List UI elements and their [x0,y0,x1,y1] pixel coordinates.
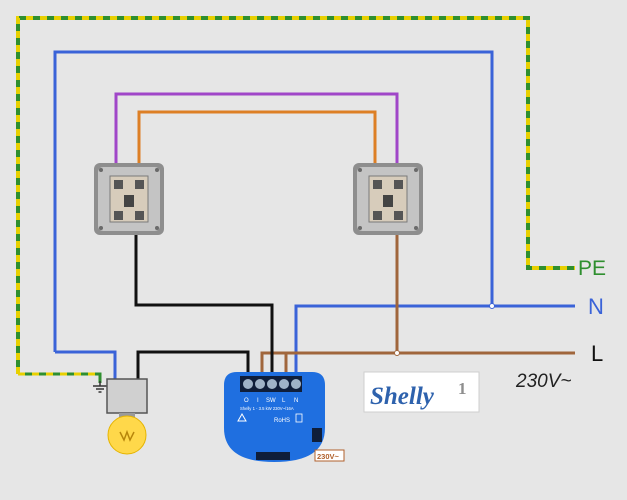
l-label: L [591,341,603,366]
n-label: N [588,294,604,319]
shelly-logo: Shelly 1 [363,371,480,413]
shelly-logo-number: 1 [458,379,467,398]
shelly-module: O I SW L N Shelly 1 - 3.5 kW 230V~/16A R… [224,372,325,462]
rohs-label: RoHS [274,418,290,424]
terminal-label-sw: SW [266,398,276,404]
pe-wire [16,16,575,383]
warning-icon [237,412,247,422]
shelly-spec-line: Shelly 1 - 3.5 kW 230V~/16A [240,406,294,411]
right-switch [353,163,423,235]
shelly-side-badge: 230V~ [314,449,345,462]
pe-label: PE [578,257,606,280]
shelly-terminals [243,379,301,389]
terminal-label-i: I [257,398,259,404]
terminal-label-l: L [282,398,286,404]
recycle-bin-icon [295,413,303,423]
side-voltage-label: 230V~ [317,452,340,461]
terminal-label-o: O [244,398,249,404]
switched-wire [134,226,274,380]
left-switch [94,163,164,235]
terminal-label-n: N [294,398,298,404]
shelly-logo-text: Shelly [370,383,435,410]
traveler-wires [114,92,399,185]
light-bulb-icon [106,378,148,455]
ground-symbol-icon [93,381,107,393]
voltage-label: 230V~ [515,371,571,392]
